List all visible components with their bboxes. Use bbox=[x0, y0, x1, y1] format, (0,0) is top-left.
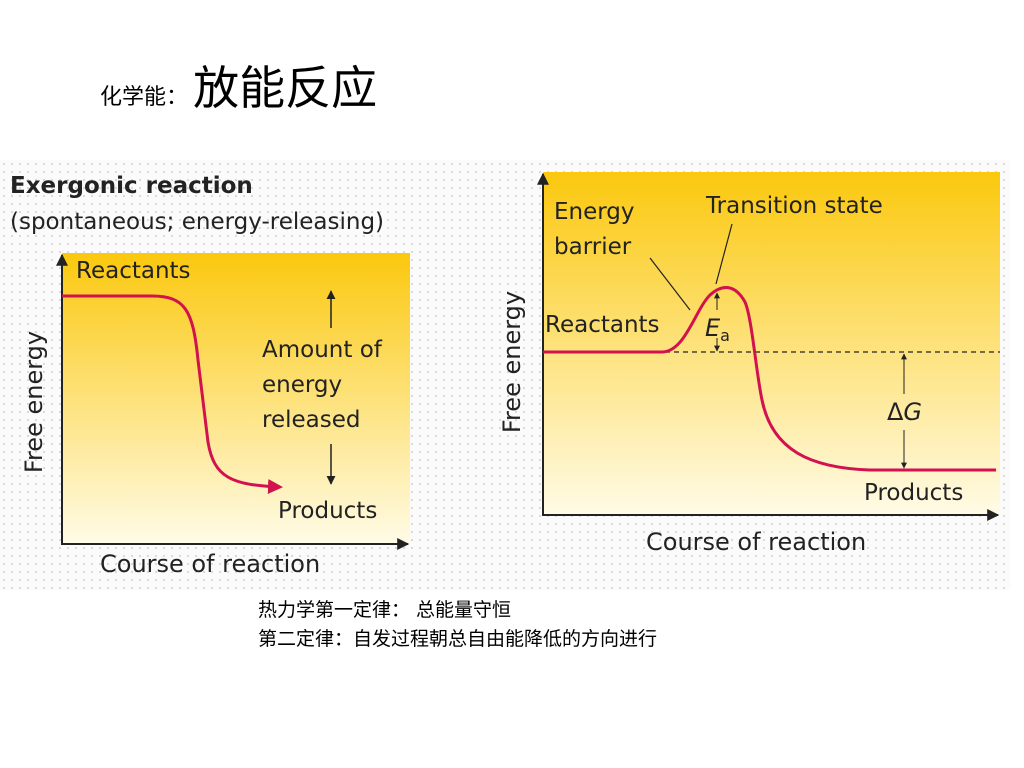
left-energy-curve bbox=[62, 294, 283, 494]
transition-state-leader bbox=[715, 223, 733, 285]
amount-label-line-1: Amount of bbox=[262, 337, 383, 363]
left-products-label: Products bbox=[278, 498, 377, 524]
title-prefix: 化学能： bbox=[100, 85, 189, 110]
left-subheading: (spontaneous; energy-releasing) bbox=[10, 209, 384, 235]
caption: 热力学第一定律： 总能量守恒 第二定律：自发过程朝总自由能降低的方向进行 bbox=[258, 596, 657, 654]
right-plot-area bbox=[543, 172, 1000, 515]
title-main: 放能反应 bbox=[193, 61, 378, 115]
left-plot-area bbox=[62, 253, 410, 543]
transition-state-label: Transition state bbox=[705, 193, 883, 219]
amount-label-line-3: released bbox=[262, 407, 360, 433]
caption-line-1: 热力学第一定律： 总能量守恒 bbox=[258, 599, 512, 621]
energy-barrier-leader bbox=[649, 257, 691, 311]
ea-label: Ea bbox=[705, 314, 730, 345]
right-x-axis-label: Course of reaction bbox=[646, 528, 866, 556]
right-products-label: Products bbox=[864, 480, 963, 506]
caption-line-2: 第二定律：自发过程朝总自由能降低的方向进行 bbox=[258, 628, 658, 650]
left-heading: Exergonic reaction bbox=[10, 173, 253, 199]
energy-diagrams-svg: Exergonic reaction (spontaneous; energy-… bbox=[10, 172, 1000, 578]
right-energy-curve bbox=[543, 286, 996, 472]
energy-barrier-line-2: barrier bbox=[554, 234, 632, 260]
energy-barrier-line-1: Energy bbox=[554, 199, 635, 225]
right-y-axis-label: Free energy bbox=[498, 291, 526, 433]
left-reactants-label: Reactants bbox=[76, 258, 191, 284]
left-x-axis-label: Course of reaction bbox=[100, 550, 320, 578]
delta-g-label: ΔG bbox=[887, 398, 922, 426]
slide-title: 化学能： 放能反应 bbox=[100, 52, 377, 122]
amount-label-line-2: energy bbox=[262, 372, 342, 398]
left-y-axis-label: Free energy bbox=[20, 331, 48, 473]
right-reactants-label: Reactants bbox=[545, 312, 660, 338]
energy-diagrams-figure: Exergonic reaction (spontaneous; energy-… bbox=[0, 160, 1010, 590]
